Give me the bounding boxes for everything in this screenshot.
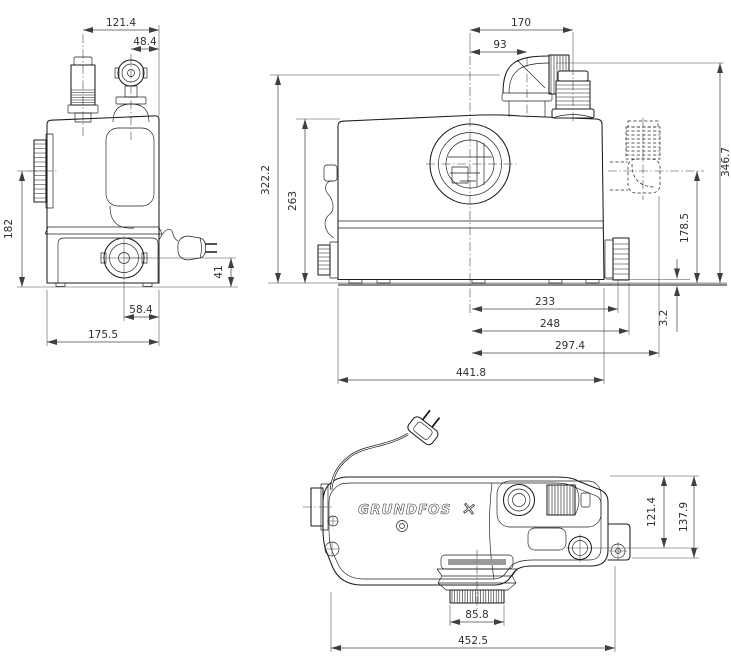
screw-lugs: [324, 515, 340, 557]
left-side-connector: [317, 241, 339, 279]
dim-label: 58.4: [129, 304, 153, 316]
dim-label: 248: [540, 318, 560, 330]
dim-front-len-flange-outer: 248: [472, 283, 630, 335]
dim-front-base-thickness: 3.2: [606, 259, 690, 332]
dim-label: 41: [213, 265, 225, 278]
top-view: GRUNDFOS ✕: [303, 409, 699, 652]
grundfos-logo: GRUNDFOS ✕: [358, 499, 478, 532]
dim-side-inlet-height: 182: [3, 170, 238, 288]
dim-label: 137.9: [678, 502, 690, 532]
dim-label: 297.4: [555, 340, 585, 352]
tank-outline-front: [337, 114, 605, 284]
bottom-outlet: [436, 550, 518, 612]
dim-side-top-width: 121.4: [83, 17, 160, 116]
dim-side-depth: 175.5: [46, 290, 159, 346]
dim-label: 233: [535, 296, 555, 308]
body-outline-top: [322, 476, 609, 586]
left-flange: [303, 483, 332, 531]
power-plug-top: [407, 409, 441, 446]
dim-label: 178.5: [679, 213, 691, 243]
dim-label: 93: [493, 39, 506, 51]
shutoff-valve: [112, 59, 150, 123]
access-port: [426, 56, 516, 316]
side-view: 121.4 48.4 182 41 58.4 175.5: [3, 17, 238, 346]
dim-label: 175.5: [88, 329, 118, 341]
power-plug: [177, 235, 217, 261]
dim-front-conn-spacing: 170: [469, 17, 574, 66]
dim-front-height-side-inlet: 178.5: [679, 171, 700, 283]
dim-label: 182: [3, 219, 15, 239]
dim-label: 452.5: [458, 635, 488, 647]
vent-tube: [323, 164, 338, 239]
top-inlet-connector: [67, 56, 99, 123]
dim-front-height-total: 346.7: [556, 62, 731, 283]
valve-top: [566, 534, 594, 562]
dim-label: 322.2: [260, 165, 272, 195]
dim-label: 346.7: [720, 147, 731, 177]
brand-text: GRUNDFOS: [358, 502, 451, 518]
dim-top-outlet-width: 85.8: [449, 605, 505, 626]
top-connector-housing: [496, 480, 602, 551]
tank-outline-side: [44, 115, 163, 287]
power-cable: [158, 228, 179, 242]
dim-front-height-tank: 263: [287, 118, 340, 283]
dim-label: 121.4: [646, 497, 658, 527]
dim-front-length-total: 441.8: [337, 288, 605, 384]
right-side-flange: [604, 237, 630, 281]
power-cord: [329, 432, 409, 491]
dim-label: 121.4: [106, 17, 136, 29]
dim-label: 3.2: [658, 310, 670, 327]
dim-top-width-total: 137.9: [632, 476, 699, 559]
dim-top-width-inner: 121.4: [594, 475, 699, 549]
dim-front-height-outlet: 322.2: [260, 74, 500, 283]
dim-label: 263: [287, 191, 299, 211]
hidden-side-inlet: [608, 118, 704, 200]
dim-front-len-flange: 233: [472, 280, 619, 313]
dim-side-valve-offset: 48.4: [131, 36, 159, 52]
dim-label: 85.8: [465, 609, 488, 621]
dim-label: 441.8: [456, 367, 486, 379]
dim-side-outlet-height: 41: [124, 257, 236, 287]
logo-button: [396, 520, 408, 532]
top-inlet-connector-front: [551, 66, 595, 124]
dim-label: 170: [511, 17, 531, 29]
dim-label: 48.4: [133, 36, 157, 48]
dim-top-length-total: 452.5: [330, 566, 616, 652]
right-flange-top: [607, 523, 631, 561]
dim-side-outlet-offset: 58.4: [123, 281, 160, 346]
grundfos-mark-icon: ✕: [460, 499, 477, 521]
dim-front-len-inlet: 297.4: [472, 196, 660, 357]
front-view: 170 93 322.2 263 346.7 178.5: [260, 17, 731, 384]
dim-front-outlet-offset: 93: [470, 39, 527, 55]
